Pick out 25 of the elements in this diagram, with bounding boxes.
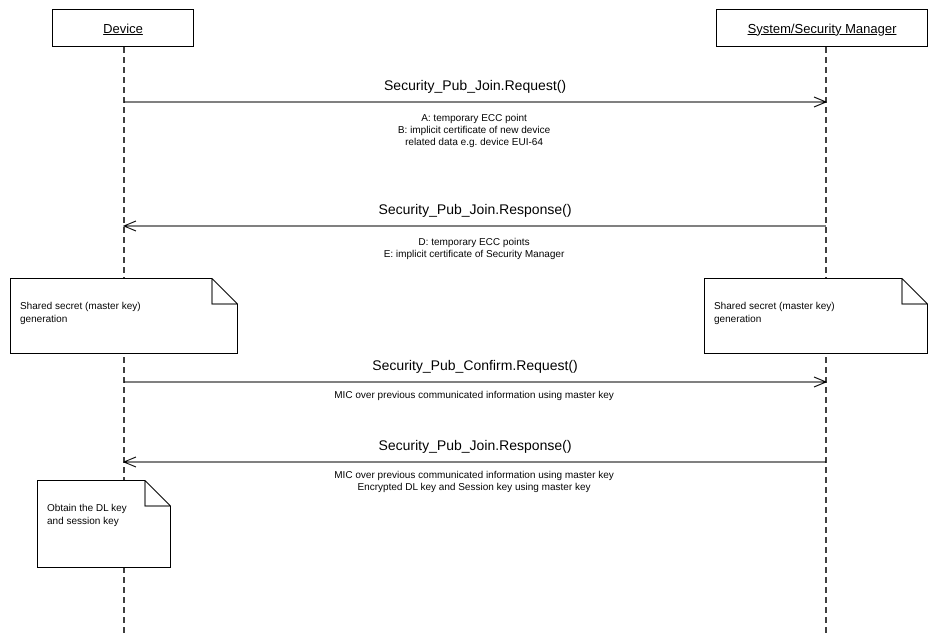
message-label: Security_Pub_Join.Request(): [382, 77, 568, 93]
message-arrow: [124, 376, 826, 388]
message-label: Security_Pub_Confirm.Request(): [370, 357, 580, 373]
participant-lifeline: [716, 9, 928, 635]
message-arrow: [124, 220, 826, 232]
message-parameter-text: A: temporary ECC point: [421, 113, 527, 125]
message-parameter-text: B: implicit certificate of new device: [398, 125, 550, 137]
message-parameter-text: MIC over previous communicated information using master key: [334, 470, 614, 482]
note-box: [37, 480, 171, 568]
message-parameter-text: E: implicit certificate of Security Manager: [384, 249, 564, 261]
message-label: Security_Pub_Join.Response(): [376, 437, 574, 453]
note-text: Obtain the DL key and session key: [47, 502, 128, 528]
message-arrow: [124, 456, 826, 468]
message-parameter-text: Encrypted DL key and Session key using master key: [357, 482, 591, 494]
message-label: Security_Pub_Join.Response(): [376, 201, 574, 217]
message-arrow: [124, 96, 826, 108]
message-parameter-text: D: temporary ECC points: [418, 237, 530, 249]
participant-name: Device: [102, 20, 144, 38]
note-text: Shared secret (master key) generation: [714, 300, 836, 326]
message-parameter-text: MIC over previous communicated information using master key: [334, 390, 614, 402]
participant-name: System/Security Manager: [746, 20, 898, 38]
message-parameter-text: related data e.g. device EUI-64: [405, 137, 543, 149]
note-box: [704, 278, 928, 354]
note-box: [10, 278, 238, 354]
note-text: Shared secret (master key) generation: [20, 300, 142, 326]
